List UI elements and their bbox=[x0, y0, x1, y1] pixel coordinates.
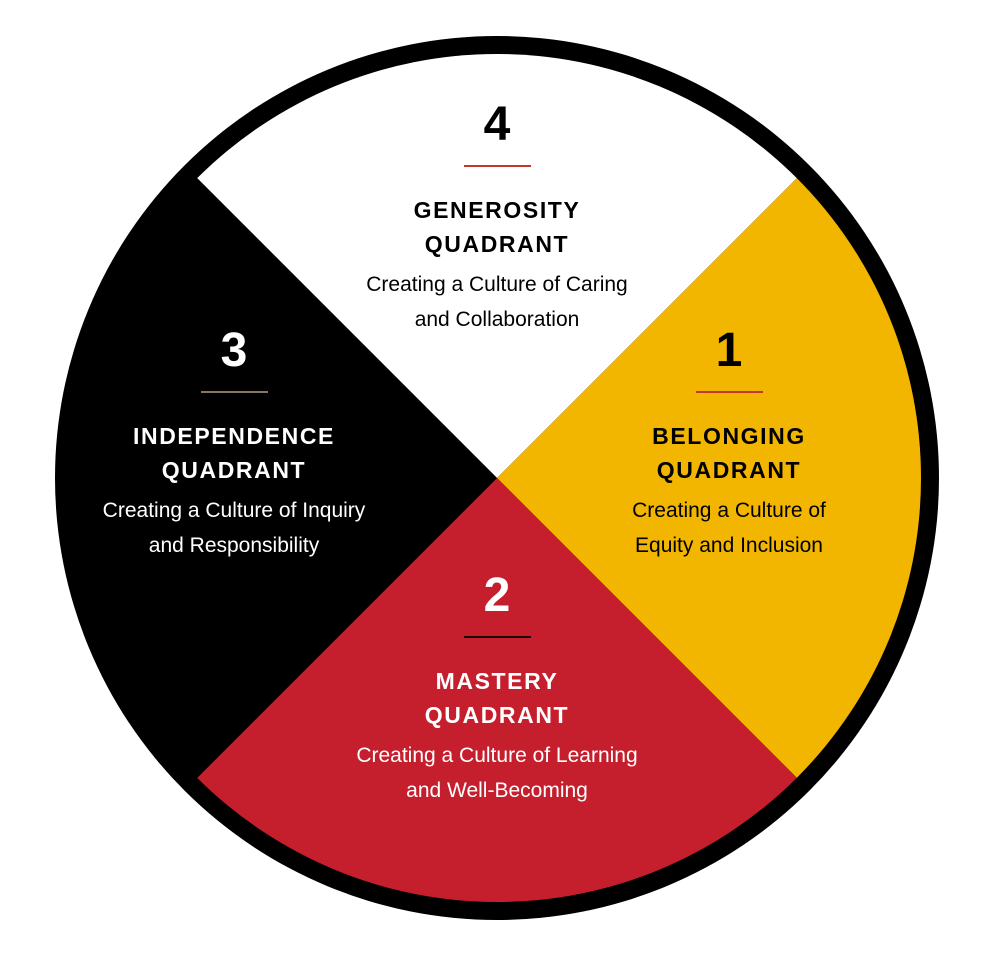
divider-rule bbox=[463, 165, 531, 167]
quadrant-title: QUADRANT bbox=[424, 702, 570, 728]
quadrant-subtitle: Creating a Culture of Learning bbox=[356, 744, 638, 767]
quadrant-subtitle: Creating a Culture of Inquiry bbox=[102, 499, 366, 522]
divider-rule bbox=[695, 391, 763, 393]
quadrant-title: GENEROSITY bbox=[413, 197, 581, 223]
quadrant-title: MASTERY bbox=[435, 668, 559, 694]
quadrant-number: 4 bbox=[483, 98, 511, 151]
quadrant-number: 1 bbox=[715, 324, 743, 377]
generosity-quadrant: 4 GENEROSITY QUADRANT Creating a Culture… bbox=[327, 101, 667, 337]
belonging-slice bbox=[497, 54, 921, 902]
quadrant-title: QUADRANT bbox=[656, 457, 802, 483]
quadrant-subtitle: and Responsibility bbox=[148, 534, 320, 557]
quadrant-subtitle: Equity and Inclusion bbox=[635, 534, 823, 557]
independence-quadrant: 3 INDEPENDENCE QUADRANT Creating a Cultu… bbox=[64, 327, 404, 563]
mastery-quadrant: 2 MASTERY QUADRANT Creating a Culture of… bbox=[327, 572, 667, 808]
quadrant-subtitle: Creating a Culture of bbox=[632, 499, 826, 522]
divider-rule bbox=[200, 391, 268, 393]
quadrant-title: INDEPENDENCE bbox=[133, 423, 335, 449]
quadrant-subtitle: Creating a Culture of Caring bbox=[366, 273, 628, 296]
quadrant-title: BELONGING bbox=[652, 423, 806, 449]
quadrant-number: 2 bbox=[483, 569, 511, 622]
belonging-quadrant: 1 BELONGING QUADRANT Creating a Culture … bbox=[559, 327, 899, 563]
quadrant-title: QUADRANT bbox=[161, 457, 307, 483]
quadrant-number: 3 bbox=[220, 324, 248, 377]
generosity-slice bbox=[73, 54, 921, 478]
mastery-slice bbox=[73, 478, 921, 902]
quadrant-subtitle: and Well-Becoming bbox=[406, 779, 588, 802]
independence-slice bbox=[73, 54, 497, 902]
divider-rule bbox=[463, 636, 531, 638]
quadrant-title: QUADRANT bbox=[424, 231, 570, 257]
quadrant-subtitle: and Collaboration bbox=[414, 308, 580, 331]
